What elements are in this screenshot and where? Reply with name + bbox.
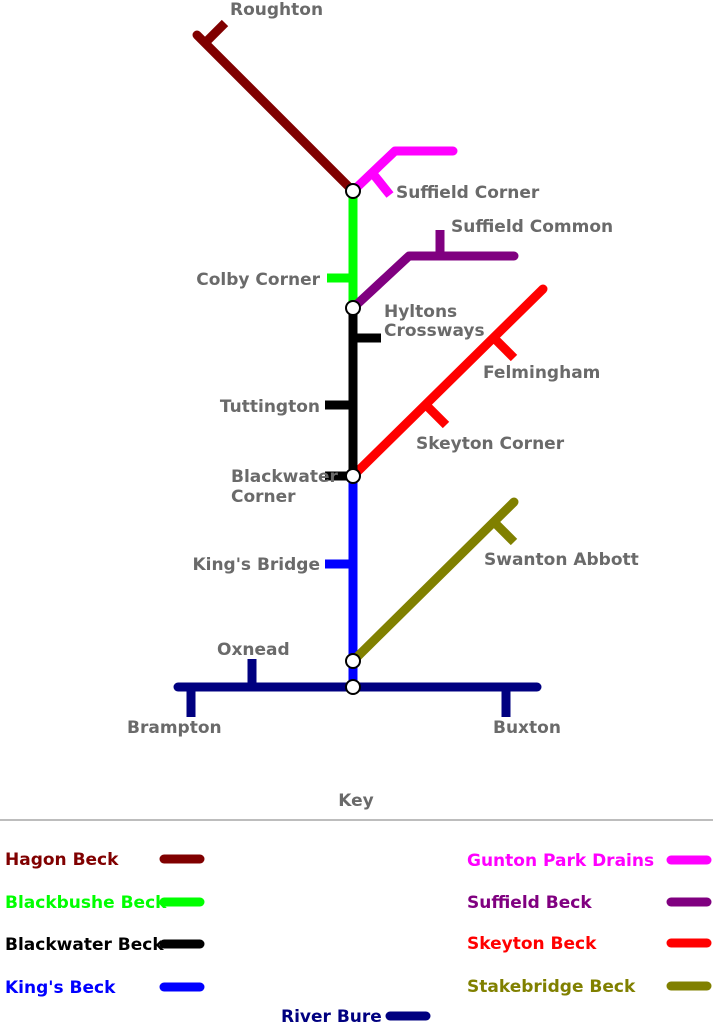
- key-item-kings-beck: King's Beck: [5, 978, 205, 998]
- label-oxnead: Oxnead: [217, 640, 290, 660]
- key-item-river-bure: River Bure: [281, 1007, 431, 1024]
- label-roughton: Roughton: [230, 0, 323, 20]
- line-blackwater-beck: [325, 303, 381, 481]
- key-title: Key: [338, 791, 374, 811]
- key-label: King's Beck: [5, 978, 116, 998]
- junction-stakebridge: [345, 653, 361, 669]
- label-buxton: Buxton: [493, 718, 561, 738]
- key-item-skeyton-beck: Skeyton Beck: [467, 934, 712, 954]
- key-label: Suffield Beck: [467, 893, 592, 913]
- label-felmingham: Felmingham: [483, 363, 600, 383]
- key-item-stakebridge-beck: Stakebridge Beck: [467, 977, 712, 997]
- label-blackwater-corner-2: Corner: [231, 487, 296, 507]
- line-stakebridge-beck: [348, 497, 519, 666]
- label-skeyton-corner: Skeyton Corner: [416, 434, 565, 454]
- line-suffield-beck: [348, 230, 519, 313]
- label-hyltons-crossways-1: Hyltons: [384, 302, 457, 322]
- key-label: Skeyton Beck: [467, 934, 597, 954]
- key-label: Blackbushe Beck: [5, 893, 167, 913]
- key-label: Gunton Park Drains: [467, 851, 654, 871]
- line-gunton-park-drains: [348, 146, 458, 198]
- label-blackwater-corner-1: Blackwater: [231, 467, 338, 487]
- label-suffield-common: Suffield Common: [451, 217, 613, 237]
- key-label: Blackwater Beck: [5, 935, 164, 955]
- label-hyltons-crossways-2: Crossways: [384, 321, 485, 341]
- label-suffield-corner: Suffield Corner: [396, 183, 540, 203]
- label-brampton: Brampton: [127, 718, 222, 738]
- key-label: Stakebridge Beck: [467, 977, 636, 997]
- key-item-suffield-beck: Suffield Beck: [467, 893, 712, 913]
- key-item-gunton-park-drains: Gunton Park Drains: [467, 851, 712, 871]
- key-item-blackbushe-beck: Blackbushe Beck: [5, 893, 205, 913]
- label-tuttington: Tuttington: [220, 397, 320, 417]
- key-label: River Bure: [281, 1007, 382, 1024]
- line-blackbushe-beck: [327, 186, 358, 313]
- junction-river-bure: [345, 679, 361, 695]
- label-swanton-abbott: Swanton Abbott: [484, 550, 639, 570]
- line-skeyton-beck: [348, 284, 548, 481]
- junction-suffield-corner: [345, 183, 361, 199]
- junction-blackwater-corner: [345, 468, 361, 484]
- line-kings-beck: [325, 471, 358, 692]
- key-label: Hagon Beck: [5, 850, 119, 870]
- label-colby-corner: Colby Corner: [196, 270, 320, 290]
- key-item-blackwater-beck: Blackwater Beck: [5, 935, 205, 955]
- key-item-hagon-beck: Hagon Beck: [5, 850, 205, 870]
- line-hagon-beck: [192, 19, 358, 196]
- label-kings-bridge: King's Bridge: [192, 555, 320, 575]
- junction-hyltons-crossways: [345, 300, 361, 316]
